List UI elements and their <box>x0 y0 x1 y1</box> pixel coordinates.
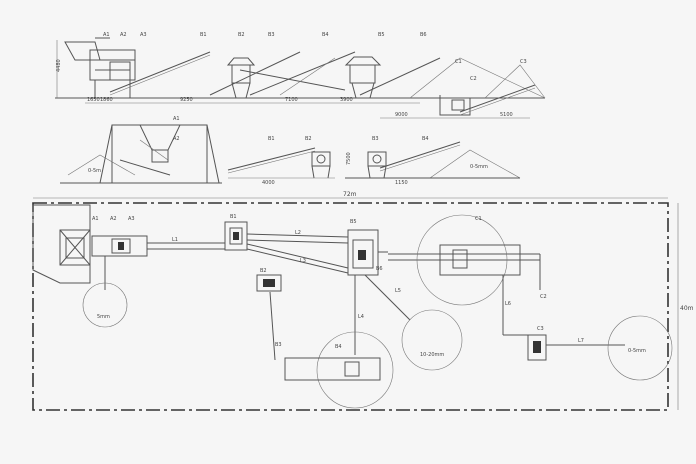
plan-view: 72m 40m L1 5mm <box>32 191 694 411</box>
elevation-screen-b5 <box>344 56 382 99</box>
plan-conveyor-l5 <box>364 274 411 321</box>
elevation-label: C3 <box>520 59 527 65</box>
plan-label: B6 <box>376 266 383 272</box>
detail-label: B4 <box>422 136 429 142</box>
elevation-conveyor-b2 <box>209 51 301 96</box>
detail-conveyor-b1 <box>227 147 331 179</box>
elevation-label: B5 <box>378 32 385 38</box>
elevation-dimension-text: 4480 <box>56 59 62 72</box>
plan-stockpile-b-label: 10-20mm <box>420 352 444 358</box>
elevation-label: B6 <box>420 32 427 38</box>
plan-label: A3 <box>128 216 135 222</box>
detail-label: A2 <box>173 136 180 142</box>
plan-conveyor-label: L1 <box>172 237 178 243</box>
elevation-conveyor-a3 <box>109 51 211 93</box>
elevation-label: B3 <box>268 32 275 38</box>
plan-label: C3 <box>537 326 544 332</box>
detail-stockpile-left-label: 0-5m <box>88 168 101 174</box>
plan-label: B1 <box>230 214 237 220</box>
plan-label: C1 <box>475 216 482 222</box>
elevation-label: C1 <box>455 59 462 65</box>
plan-conveyor-label: L3 <box>300 258 306 264</box>
elevation-dimension-text: 9000 <box>395 112 408 118</box>
plan-crusher-b2 <box>256 274 282 292</box>
detail-label: A1 <box>173 116 180 122</box>
elevation-stockpile-2 <box>484 64 546 99</box>
elevation-dimension-text: 1650 <box>87 97 100 103</box>
elevation-dimension-text: 3900 <box>340 97 353 103</box>
plan-conveyor-label: L6 <box>505 301 511 307</box>
elevation-conveyor-b4 <box>249 51 356 96</box>
detail-conveyor-b3 <box>367 141 461 179</box>
plan-conveyor-label: L5 <box>395 288 401 294</box>
plan-label: B5 <box>350 219 357 225</box>
elevation-hopper-feeder <box>64 37 136 98</box>
plan-stockpile-a-label: 5mm <box>97 314 110 320</box>
plan-hopper-a1 <box>32 204 91 284</box>
plan-label: A1 <box>92 216 99 222</box>
plan-label: C2 <box>540 294 547 300</box>
plan-stockpile-b1 <box>316 331 394 409</box>
detail-label: B2 <box>305 136 312 142</box>
elevation-label: A1 <box>103 32 110 38</box>
elevation-conveyor-b3 <box>239 69 346 91</box>
plan-site-boundary <box>32 202 669 411</box>
plan-feeder-a2 <box>91 235 148 257</box>
plan-label: B2 <box>260 268 267 274</box>
detail-dimension-text: 4000 <box>262 180 275 186</box>
plan-width-dimension: 72m <box>343 191 357 198</box>
detail-stockpile-right <box>429 149 521 179</box>
elevation-pit-c1 <box>439 95 471 116</box>
elevation-label: C2 <box>470 76 477 82</box>
plan-conveyor-bottom <box>284 357 381 381</box>
elevation-label: B2 <box>238 32 245 38</box>
plan-stockpile-c1 <box>416 214 508 306</box>
plan-screen-b5 <box>347 229 388 276</box>
plan-stockpile-c <box>607 315 673 381</box>
detail-hopper-a1 <box>99 124 220 184</box>
elevation-label: B1 <box>200 32 207 38</box>
elevation-dimension-text: 1860 <box>100 97 113 103</box>
elevation-dimension-text: 9250 <box>180 97 193 103</box>
plan-conveyor-l2 <box>246 233 349 238</box>
detail-dimension-text: 7500 <box>346 152 352 165</box>
plan-label: B4 <box>335 344 342 350</box>
detail-views: 0-5m A1 A2 B1 B2 4000 0-5mm B3 B4 <box>60 116 521 186</box>
detail-dimension-text: 1150 <box>395 180 408 186</box>
elevation-dimension-text: 5100 <box>500 112 513 118</box>
plan-conveyor-label: L7 <box>578 338 584 344</box>
plan-crusher-c3 <box>527 334 547 361</box>
elevation-crusher-b1 <box>226 57 256 99</box>
elevation-view: A1 A2 A3 B1 B2 B3 B4 B5 B6 C1 C2 C3 1650… <box>55 32 546 119</box>
detail-label: B1 <box>268 136 275 142</box>
plan-conveyor-c1 <box>439 244 521 276</box>
plan-label: A2 <box>110 216 117 222</box>
elevation-label: B4 <box>322 32 329 38</box>
plan-stockpile-b <box>401 309 463 371</box>
plan-stockpile-a <box>82 282 128 328</box>
detail-stockpile-left <box>67 154 136 176</box>
plan-conveyor-label: L2 <box>295 230 301 236</box>
plan-conveyor-l3 <box>246 243 349 269</box>
plan-conveyor-b2-down <box>269 291 276 361</box>
elevation-dimension-text: 7100 <box>285 97 298 103</box>
detail-stockpile-right-label: 0-5mm <box>470 164 488 170</box>
elevation-stockpile-1 <box>409 57 546 99</box>
plan-label: B3 <box>275 342 282 348</box>
plan-conveyor-label: L4 <box>358 314 364 320</box>
elevation-conveyor-b6 <box>359 57 441 96</box>
elevation-label: A2 <box>120 32 127 38</box>
plan-height-dimension: 40m <box>680 305 694 312</box>
elevation-label: A3 <box>140 32 147 38</box>
plan-crusher-b1 <box>224 221 248 251</box>
elevation-conveyor-c2 <box>459 84 536 113</box>
plan-stockpile-c-label: 0-5mm <box>628 348 646 354</box>
detail-label: B3 <box>372 136 379 142</box>
